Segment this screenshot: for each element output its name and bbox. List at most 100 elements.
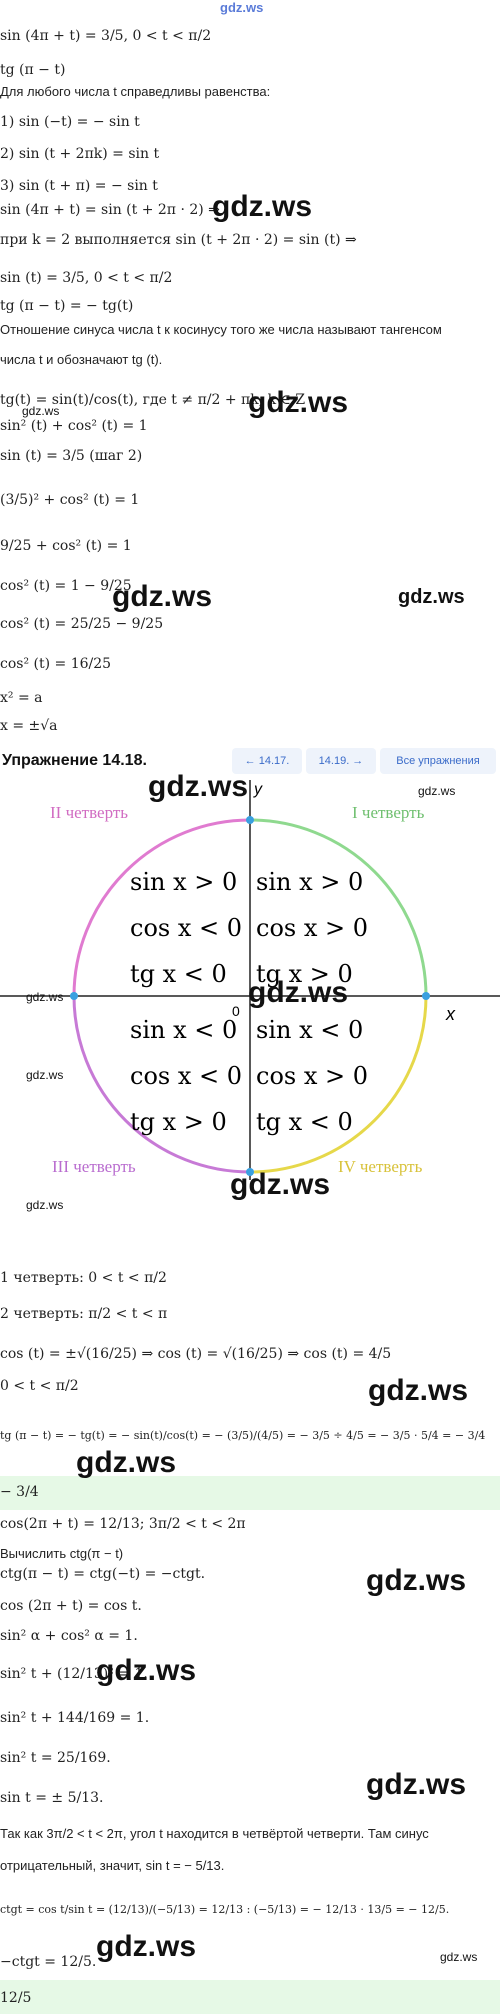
watermark: gdz.ws [148,770,249,803]
math-line: cos² (t) = 1 − 9/25 [0,578,132,594]
math-line: sin (t) = 3/5 (шаг 2) [0,448,143,464]
sign-line: cos x > 0 [256,1062,368,1090]
watermark: gdz.ws [26,1068,64,1082]
math-line: sin (4π + t) = sin (t + 2π · 2) ⇒ [0,202,220,218]
y-axis-label: y [253,781,263,798]
quadrant-2-signs: sin x > 0 cos x < 0 tg x < 0 [130,868,242,988]
watermark: gdz.ws [26,990,64,1004]
math-line: Вычислить ctg(π − t) [0,1546,124,1561]
quadrant-3-label: III четверть [52,1157,136,1176]
math-line: tg (π − t) [0,62,66,78]
sign-line: cos x < 0 [130,914,242,942]
axis-point [246,1168,254,1176]
arc-third-quadrant [72,995,251,1174]
answer-highlight [0,1476,500,1510]
sign-line: sin x > 0 [130,868,237,896]
sign-line: sin x < 0 [256,1016,363,1044]
next-exercise-button[interactable]: 14.19. → [306,748,376,774]
math-line: 0 < t < π/2 [0,1378,79,1394]
math-line: tg (π − t) = − tg(t) = − sin(t)/cos(t) =… [0,1429,486,1442]
math-line: 9/25 + cos² (t) = 1 [0,538,132,554]
answer-highlight [0,1980,500,2014]
prev-exercise-button[interactable]: ← 14.17. [232,748,302,774]
math-line: (3/5)² + cos² (t) = 1 [0,492,140,508]
watermark: gdz.ws [440,1950,478,1964]
quadrant-4-signs: sin x < 0 cos x > 0 tg x < 0 [256,1016,368,1136]
sign-line: sin x < 0 [130,1016,237,1044]
watermark: gdz.ws [398,586,465,608]
watermark: gdz.ws [366,1768,467,1801]
watermark: gdz.ws [248,386,349,419]
math-line: ctg(π − t) = ctg(−t) = −ctgt. [0,1566,206,1582]
watermark: gdz.ws [418,784,456,798]
math-line: 3) sin (t + π) = − sin t [0,178,158,194]
watermark: gdz.ws [96,1930,197,1963]
header-logo: gdz.ws [220,0,264,15]
math-line: sin² (t) + cos² (t) = 1 [0,418,148,434]
watermark: gdz.ws [366,1564,467,1597]
math-line: отрицательный, значит, sin t = − 5/13. [0,1858,225,1873]
arc-second-quadrant [72,818,251,997]
math-line: при k = 2 выполняется sin (t + 2π · 2) =… [0,232,357,248]
exercise-title: Упражнение 14.18. [2,752,147,769]
math-line: Так как 3π/2 < t < 2π, угол t находится … [0,1826,429,1841]
math-line: sin² t + (12/13)² = 1. [0,1666,148,1682]
math-line: sin (4π + t) = 3/5, 0 < t < π/2 [0,28,212,44]
unit-circle-diagram: II четверть I четверть III четверть IV ч… [0,780,500,1180]
math-line: числа t и обозначают tg (t). [0,352,163,367]
math-line: − 3/4 [0,1484,39,1500]
arc-first-quadrant [249,818,428,997]
axis-point [246,816,254,824]
watermark: gdz.ws [26,1198,64,1212]
axis-point [422,992,430,1000]
sign-line: cos x > 0 [256,914,368,942]
math-line: x² = a [0,690,43,706]
math-line: 1) sin (−t) = − sin t [0,114,140,130]
math-line: sin² t = 25/169. [0,1750,111,1766]
origin-label: 0 [232,1003,240,1019]
watermark: gdz.ws [230,1168,331,1201]
math-line: Для любого числа t справедливы равенства… [0,84,271,99]
math-line: 1 четверть: 0 < t < π/2 [0,1270,167,1286]
math-line: tg(t) = sin(t)/cos(t), где t ≠ π/2 + πk,… [0,392,306,408]
sign-line: sin x > 0 [256,868,363,896]
math-line: sin² α + cos² α = 1. [0,1628,138,1644]
math-line: cos (t) = ±√(16/25) ⇒ cos (t) = √(16/25)… [0,1346,392,1362]
math-line: sin (t) = 3/5, 0 < t < π/2 [0,270,173,286]
math-line: cos (2π + t) = cos t. [0,1598,142,1614]
quadrant-4-label: IV четверть [338,1157,423,1176]
math-line: Отношение синуса числа t к косинусу того… [0,322,442,337]
math-line: cos² (t) = 16/25 [0,656,112,672]
watermark: gdz.ws [96,1654,197,1687]
sign-line: tg x < 0 [130,960,227,988]
watermark: gdz.ws [248,976,349,1009]
quadrant-1-signs: sin x > 0 cos x > 0 tg x > 0 [256,868,368,988]
watermark: gdz.ws [76,1446,177,1479]
x-axis-label: x [445,1004,456,1024]
math-line: tg (π − t) = − tg(t) [0,298,134,314]
math-line: cos(2π + t) = 12/13; 3π/2 < t < 2π [0,1516,246,1532]
sign-line: tg x > 0 [130,1108,227,1136]
watermark: gdz.ws [368,1374,469,1407]
sign-line: tg x < 0 [256,1108,353,1136]
watermark: gdz.ws [22,404,60,418]
quadrant-1-label: I четверть [352,803,425,822]
sign-line: cos x < 0 [130,1062,242,1090]
math-line: 2 четверть: π/2 < t < π [0,1306,168,1322]
math-line: cos² (t) = 25/25 − 9/25 [0,616,164,632]
all-exercises-button[interactable]: Все упражнения [380,748,496,774]
math-line: 12/5 [0,1990,32,2006]
watermark: gdz.ws [112,580,213,613]
watermark: gdz.ws [212,190,313,223]
arc-fourth-quadrant [249,995,428,1174]
math-line: sin t = ± 5/13. [0,1790,104,1806]
math-line: −ctgt = 12/5. [0,1954,97,1970]
axis-point [70,992,78,1000]
math-line: x = ±√a [0,718,58,734]
math-line: 2) sin (t + 2πk) = sin t [0,146,160,162]
sign-line: tg x > 0 [256,960,353,988]
quadrant-3-signs: sin x < 0 cos x < 0 tg x > 0 [130,1016,242,1136]
math-line: ctgt = cos t/sin t = (12/13)/(−5/13) = 1… [0,1903,450,1916]
quadrant-2-label: II четверть [50,803,128,822]
math-line: sin² t + 144/169 = 1. [0,1710,150,1726]
